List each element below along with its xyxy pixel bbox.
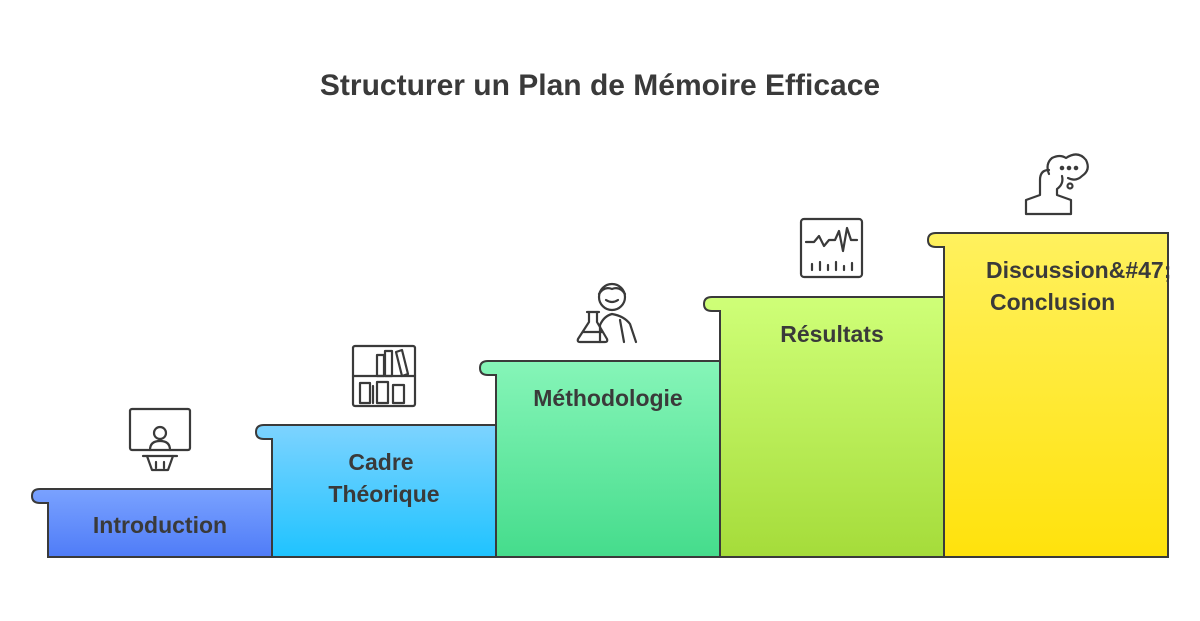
step-label-theorique: Théorique xyxy=(328,481,439,507)
step-label-methodologie: Méthodologie xyxy=(533,385,682,411)
step-label-discussion: Discussion&#47; xyxy=(986,257,1171,283)
step-block-introduction xyxy=(30,488,273,558)
step-block-methodologie xyxy=(478,360,721,558)
step-block-resultats xyxy=(702,296,945,558)
step-label-cadre: Cadre xyxy=(348,449,413,475)
step-label-conclusion: Conclusion xyxy=(990,289,1115,315)
step-cadre-theorique: Cadre Théorique xyxy=(254,424,497,558)
scientist-with-flask-icon xyxy=(576,282,638,344)
step-label-introduction: Introduction xyxy=(93,512,227,538)
step-label-resultats: Résultats xyxy=(780,321,884,347)
step-methodologie: Méthodologie xyxy=(478,360,721,558)
diagram-title: Structurer un Plan de Mémoire Efficace xyxy=(320,69,880,102)
step-resultats: Résultats xyxy=(702,296,945,558)
waveform-monitor-icon xyxy=(799,217,864,279)
presenter-at-lectern-icon xyxy=(128,407,192,472)
bookshelf-icon xyxy=(351,344,417,408)
step-block-discussion xyxy=(926,232,1169,558)
step-block-cadre-theorique xyxy=(254,424,497,558)
step-discussion-conclusion: Discussion&#47; Conclusion xyxy=(926,232,1171,558)
step-introduction: Introduction xyxy=(30,488,273,558)
person-thinking-speech-bubble-icon xyxy=(1024,153,1089,216)
